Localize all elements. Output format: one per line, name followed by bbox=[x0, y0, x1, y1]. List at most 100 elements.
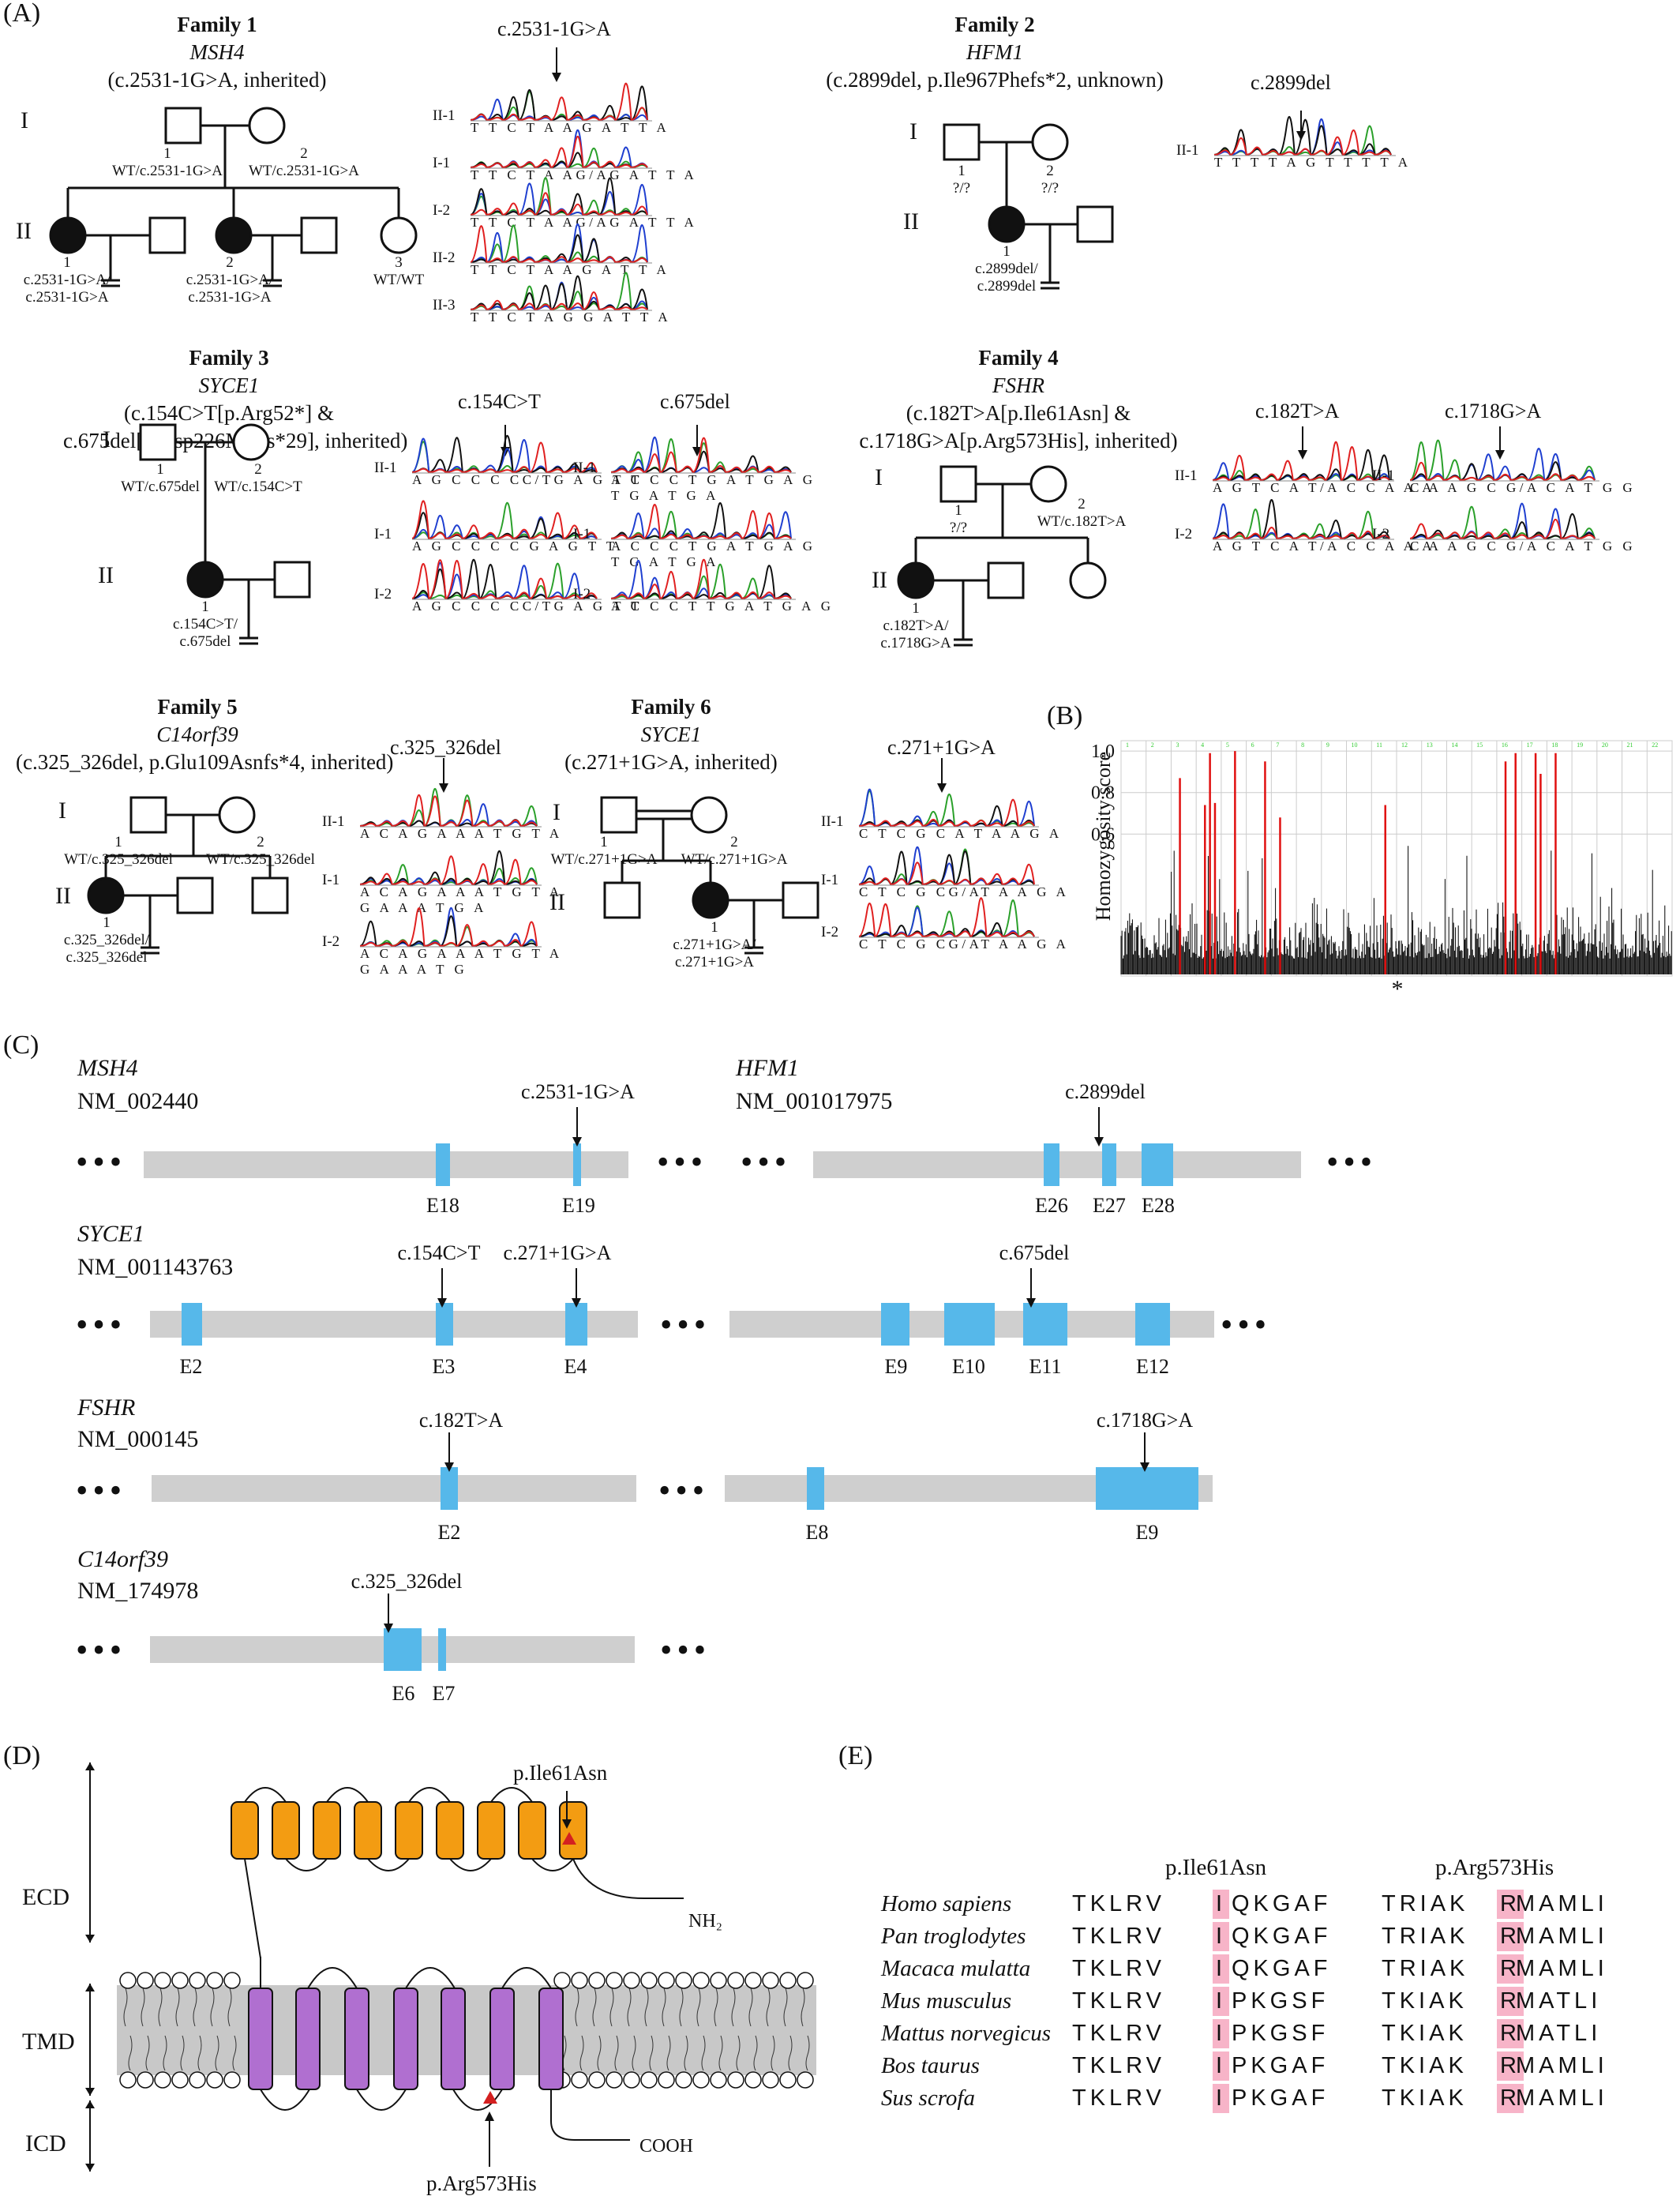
base-calls: C T C G CG/AT A A G A bbox=[859, 937, 1070, 952]
family-title: Family 5 bbox=[157, 695, 238, 719]
panel-label-b: (B) bbox=[1047, 701, 1083, 730]
family-title: Family 4 bbox=[978, 346, 1059, 370]
base-calls: A G C C C CC/TG A G T T bbox=[412, 472, 643, 487]
sequence-segment: TRIAK bbox=[1382, 1956, 1469, 1981]
sample-id: I-2 bbox=[1372, 526, 1390, 542]
lipid-head bbox=[189, 1972, 206, 1989]
exon-label: E12 bbox=[1136, 1355, 1169, 1378]
lipid-head bbox=[692, 1972, 710, 1989]
alignment-header: p.Ile61Asn bbox=[1165, 1855, 1267, 1880]
highlighted-residue: R bbox=[1497, 1890, 1524, 1919]
gene-name: HFM1 bbox=[736, 1055, 799, 1081]
sequence-segment: TKLRV bbox=[1072, 1956, 1165, 1981]
sample-id: II-1 bbox=[1175, 467, 1198, 484]
exon-label: E2 bbox=[437, 1521, 461, 1544]
base-calls: C A A G C G/A C A T G G bbox=[1410, 539, 1637, 554]
sequence-segment: MATLI bbox=[1516, 1988, 1602, 2014]
lipid-head bbox=[710, 2071, 727, 2089]
family-3-header: Family 3 SYCE1 (c.154C>T[p.Arg52*] & c.6… bbox=[63, 344, 407, 455]
lipid-head bbox=[658, 1972, 675, 1989]
exon-box bbox=[436, 1303, 453, 1346]
family-title: Family 1 bbox=[177, 13, 257, 36]
trace bbox=[610, 436, 796, 474]
chromosome-label: 4 bbox=[1201, 741, 1204, 749]
family-4-header: Family 4 FSHR (c.182T>A[p.Ile61Asn] & c.… bbox=[853, 344, 1184, 455]
sequence-segment: MAMLI bbox=[1516, 2053, 1608, 2078]
highlighted-residue: R bbox=[1497, 2084, 1524, 2113]
sequence-segment: PKGAF bbox=[1232, 2085, 1329, 2111]
chromosome-label: 3 bbox=[1176, 741, 1179, 749]
generation-label: I bbox=[21, 107, 28, 133]
sample-id: II-1 bbox=[1176, 142, 1199, 159]
lipid-head bbox=[189, 2071, 206, 2089]
gene-accession: NM_002440 bbox=[77, 1088, 199, 1114]
trace bbox=[411, 434, 602, 474]
ellipsis-dots: ••• bbox=[76, 1631, 127, 1669]
lipid-head bbox=[571, 1972, 588, 1989]
species-name: Macaca mulatta bbox=[881, 1956, 1031, 1981]
lrr-repeat bbox=[313, 1801, 341, 1860]
mutation-label: c.1718G>A bbox=[1445, 400, 1542, 422]
lipid-head bbox=[727, 1972, 744, 1989]
base-calls: C T C G CG/AT A A G A bbox=[859, 884, 1070, 899]
lipid-head bbox=[154, 1972, 171, 1989]
sequence-segment: MATLI bbox=[1516, 2021, 1602, 2046]
family-title: Family 3 bbox=[189, 346, 269, 370]
lipid-head bbox=[727, 2071, 744, 2089]
sample-id: II-2 bbox=[433, 250, 456, 266]
sequence-segment: TKIAK bbox=[1382, 2085, 1468, 2111]
chromosome-label: 12 bbox=[1401, 741, 1408, 749]
y-tick-label: 1.0 bbox=[1091, 741, 1115, 762]
trace bbox=[470, 129, 652, 169]
variant-label: c.1718G>A bbox=[1096, 1409, 1194, 1432]
chromosome-label: 20 bbox=[1602, 741, 1608, 749]
highlighted-residue: R bbox=[1497, 2019, 1524, 2048]
gene-accession: NM_001143763 bbox=[77, 1254, 234, 1280]
lipid-head bbox=[137, 2071, 154, 2089]
generation-label: I bbox=[58, 798, 66, 824]
lipid-head bbox=[640, 1972, 658, 1989]
intron-bar bbox=[150, 1311, 638, 1338]
sequence-segment: TRIAK bbox=[1382, 1924, 1469, 1949]
variant-label: c.154C>T bbox=[397, 1241, 481, 1264]
ellipsis-dots: ••• bbox=[657, 1143, 708, 1181]
variant-label: c.325_326del bbox=[351, 1570, 463, 1593]
sequence-segment: TKLRV bbox=[1072, 1891, 1165, 1916]
highlighted-residue: I bbox=[1213, 1922, 1230, 1951]
base-calls: A C C C T G A T G A G bbox=[611, 539, 816, 554]
trace bbox=[470, 223, 652, 264]
sequence-segment: MAMLI bbox=[1516, 2085, 1608, 2111]
generation-label: II bbox=[903, 208, 919, 235]
sequence-segment: MAMLI bbox=[1516, 1956, 1608, 1981]
sequence-segment: TKIAK bbox=[1382, 2053, 1468, 2078]
base-calls: T T C T A A G A T T A bbox=[471, 120, 670, 135]
y-tick-label: 0.8 bbox=[1091, 783, 1115, 804]
chromosome-label: 6 bbox=[1251, 741, 1254, 749]
exon-box bbox=[881, 1303, 909, 1346]
family-variant: (c.182T>A[p.Ile61Asn] & bbox=[906, 401, 1131, 425]
exon-box bbox=[1044, 1143, 1059, 1186]
exon-box bbox=[1023, 1303, 1067, 1346]
lipid-head bbox=[640, 2071, 658, 2089]
base-calls: C A A G C G/A C A T G G bbox=[1410, 480, 1637, 495]
generation-label: II bbox=[872, 567, 887, 593]
base-calls: T T C T A AG/AG A T T A bbox=[471, 215, 698, 230]
mutation-label: c.154C>T bbox=[458, 390, 541, 413]
lrr-repeat bbox=[436, 1801, 464, 1860]
lrr-repeat bbox=[395, 1801, 423, 1860]
highlighted-residue: R bbox=[1497, 2051, 1524, 2081]
tm-helix bbox=[441, 1988, 466, 2090]
highlighted-residue: R bbox=[1497, 1922, 1524, 1951]
